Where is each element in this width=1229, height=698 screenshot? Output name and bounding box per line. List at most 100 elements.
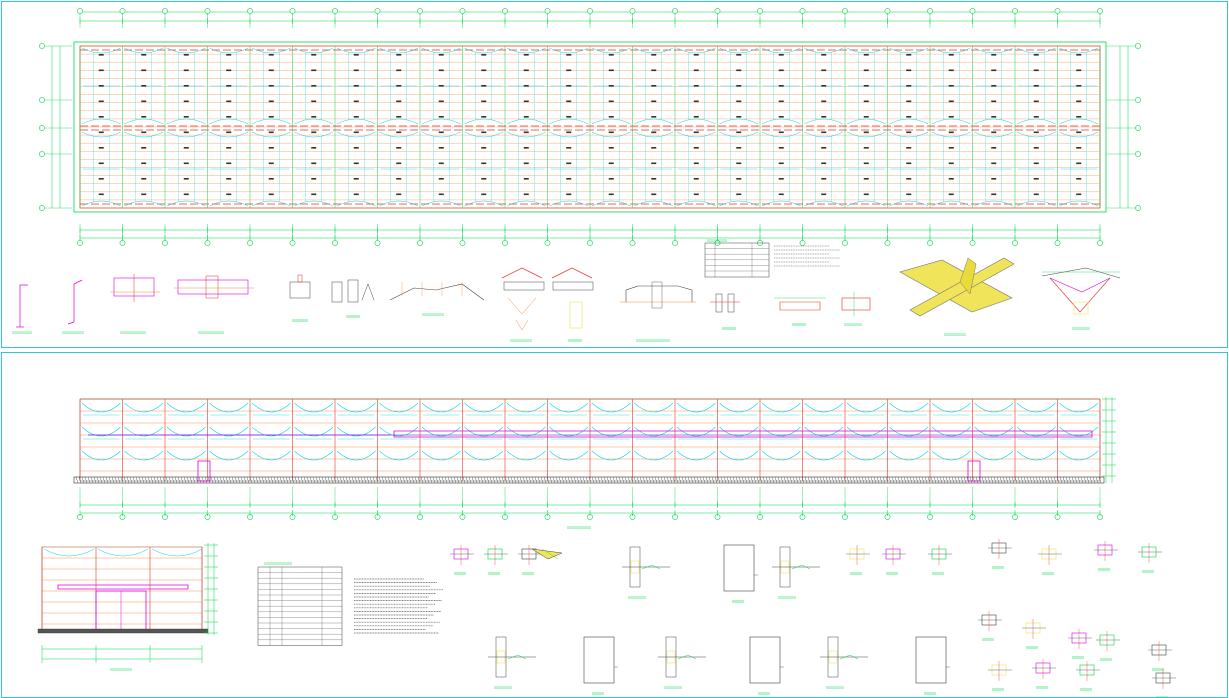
roof-brace bbox=[379, 131, 419, 138]
ground-hatch bbox=[336, 476, 340, 484]
purlin-tag bbox=[268, 131, 274, 134]
wall-brace bbox=[549, 426, 589, 437]
roof-brace bbox=[931, 131, 971, 138]
purlin-tag bbox=[778, 162, 784, 165]
axis-bubble-top bbox=[927, 8, 933, 14]
purlin-tag bbox=[481, 54, 487, 56]
ground-hatch bbox=[102, 476, 106, 484]
roof-brace bbox=[209, 131, 249, 138]
ground-hatch bbox=[531, 476, 535, 484]
wall-brace bbox=[804, 402, 844, 413]
truss-diagonal bbox=[1049, 277, 1111, 313]
ground-hatch bbox=[456, 476, 460, 484]
roof-brace bbox=[506, 118, 546, 125]
ground-hatch bbox=[744, 476, 748, 484]
ground-hatch bbox=[216, 476, 220, 484]
axis-bubble-top bbox=[1012, 8, 1018, 14]
purlin-tag bbox=[1033, 69, 1039, 72]
purlin-tag bbox=[226, 193, 232, 196]
purlin-tag bbox=[1033, 178, 1039, 180]
roof-brace bbox=[336, 200, 376, 207]
ground-hatch bbox=[294, 476, 298, 484]
wall-brace bbox=[379, 450, 419, 461]
ground-hatch bbox=[588, 476, 592, 484]
purlin-tag bbox=[566, 100, 572, 103]
ground-hatch bbox=[282, 476, 286, 484]
ground-hatch bbox=[108, 476, 112, 484]
purlin-tag bbox=[991, 69, 997, 72]
ground-hatch bbox=[1098, 476, 1102, 484]
purlin-tag bbox=[778, 100, 784, 103]
ground-hatch bbox=[540, 476, 544, 484]
ground-hatch bbox=[441, 476, 445, 484]
gable-brace bbox=[151, 548, 203, 557]
ground-hatch bbox=[1017, 476, 1021, 484]
purlin-tag bbox=[608, 178, 614, 180]
ground-hatch bbox=[753, 476, 757, 484]
purlin-tag bbox=[1076, 147, 1082, 149]
purlin-tag bbox=[481, 178, 487, 180]
ground-hatch bbox=[438, 476, 442, 484]
roof-brace bbox=[1059, 200, 1099, 207]
purlin-tag bbox=[1033, 54, 1039, 56]
purlin-tag bbox=[991, 193, 997, 196]
ground-hatch bbox=[135, 476, 139, 484]
axis-bubble-top bbox=[204, 8, 211, 14]
roof-brace bbox=[464, 47, 504, 54]
ground-hatch bbox=[246, 476, 250, 484]
ground-hatch bbox=[237, 476, 241, 484]
gable-plate bbox=[625, 285, 693, 302]
ground-hatch bbox=[999, 476, 1003, 484]
ground-hatch bbox=[1056, 476, 1060, 484]
ground-hatch bbox=[105, 476, 109, 484]
wall-brace bbox=[506, 426, 546, 437]
purlin-tag bbox=[141, 100, 147, 103]
purlin-tag bbox=[311, 69, 317, 72]
purlin-tag bbox=[906, 193, 912, 196]
ground-hatch bbox=[354, 476, 358, 484]
roof-brace bbox=[251, 118, 291, 125]
axis-bubble-top bbox=[757, 8, 763, 14]
purlin-tag bbox=[98, 69, 104, 72]
ground-hatch bbox=[141, 476, 145, 484]
roof-brace bbox=[804, 200, 844, 207]
ground-hatch bbox=[852, 476, 856, 484]
ground-hatch bbox=[120, 476, 124, 484]
ground-hatch bbox=[261, 476, 265, 484]
ground-hatch bbox=[300, 476, 304, 484]
purlin-tag bbox=[1076, 69, 1082, 72]
purlin-tag bbox=[608, 131, 614, 134]
purlin-tag bbox=[141, 131, 147, 134]
purlin-tag bbox=[863, 116, 869, 118]
purlin-tag bbox=[1033, 193, 1039, 196]
purlin-tag bbox=[566, 131, 572, 134]
axis-bubble-top bbox=[884, 8, 891, 14]
ground-hatch bbox=[750, 476, 754, 484]
ground-hatch bbox=[270, 476, 274, 484]
roof-brace bbox=[974, 131, 1014, 138]
purlin-tag bbox=[438, 85, 444, 87]
purlin-tag bbox=[863, 193, 869, 196]
ground-hatch bbox=[423, 476, 427, 484]
purlin-tag bbox=[608, 162, 614, 165]
purlin-tag bbox=[226, 178, 232, 180]
purlin-tag bbox=[863, 100, 869, 103]
ground-hatch bbox=[213, 476, 217, 484]
ground-hatch bbox=[702, 476, 706, 484]
axis-bubble-top bbox=[417, 8, 423, 14]
ground-hatch bbox=[915, 476, 919, 484]
purlin-tag bbox=[906, 54, 912, 56]
purlin-tag bbox=[226, 162, 232, 165]
ground-hatch bbox=[849, 476, 853, 484]
purlin-tag bbox=[778, 193, 784, 196]
roof-brace bbox=[81, 118, 121, 125]
ground-hatch bbox=[330, 476, 334, 484]
ground-hatch bbox=[612, 476, 616, 484]
axis-bubble-bottom bbox=[842, 240, 848, 246]
ground-hatch bbox=[165, 476, 169, 484]
roof-brace bbox=[124, 200, 164, 207]
ground-hatch bbox=[318, 476, 322, 484]
ground-hatch bbox=[843, 476, 847, 484]
axis-bubble-top bbox=[799, 8, 806, 14]
ground-hatch bbox=[1062, 476, 1066, 484]
